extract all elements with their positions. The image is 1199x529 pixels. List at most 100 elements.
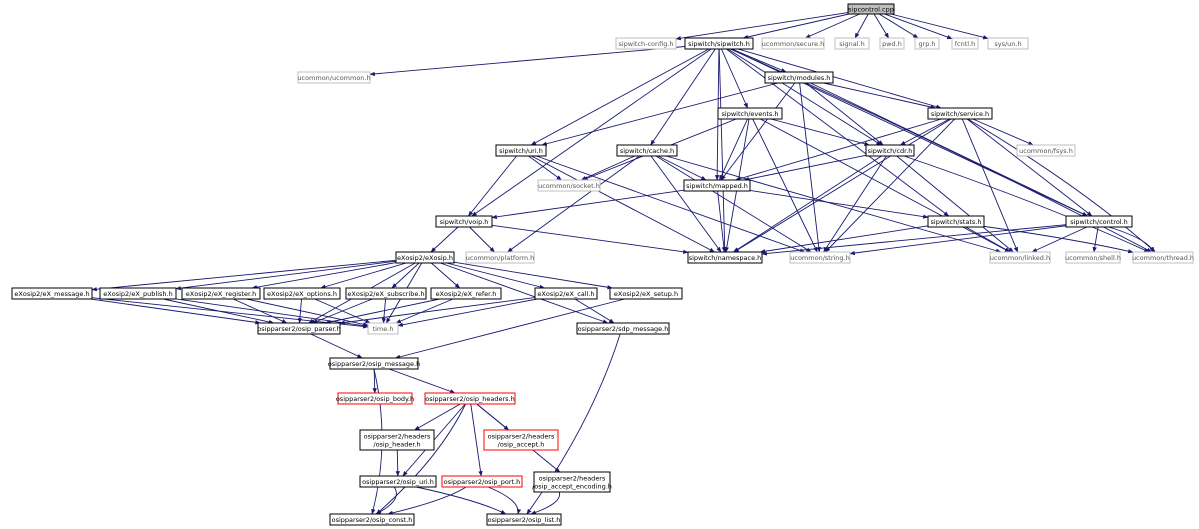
- edge-ex_call_h-to-time_h: [397, 298, 538, 327]
- node-ex-setup-h[interactable]: eXosip2/eX_setup.h: [609, 287, 683, 300]
- edge-sipwitch_cache_h-to-ucommon_socket_h: [580, 155, 635, 181]
- node-ex-call-h[interactable]: eXosip2/eX_call.h: [534, 287, 598, 300]
- node-osip-message-h[interactable]: osipparser2/osip_message.h: [328, 357, 420, 370]
- node-label: sipwitch/cache.h: [620, 147, 674, 155]
- edge-sipwitch_cache_h-to-ucommon_platform_h: [507, 155, 640, 253]
- edge-osip_message_h-to-osip_headers_h: [388, 368, 456, 394]
- edge-sipwitch_cache_h-to-ucommon_linked_h: [666, 155, 1002, 253]
- node-osip-list-h[interactable]: osipparser2/osip_list.h: [486, 513, 562, 526]
- edge-sipwitch_control_h-to-ucommon_linked_h: [1031, 226, 1088, 253]
- node-label: sys/un.h: [994, 40, 1021, 48]
- node-ucommon-string-h[interactable]: ucommon/string.h: [789, 251, 851, 264]
- edge-sipwitch_cdr_h-to-ucommon_thread_h: [903, 155, 1150, 253]
- edge-ex_refer_h-to-osip_parser_h: [324, 298, 440, 325]
- node-label: fcntl.h: [955, 40, 976, 48]
- node-pwd-h[interactable]: pwd.h: [879, 37, 905, 50]
- node-label: osipparser2/osip_headers.h: [425, 395, 514, 403]
- node-osip-port-h[interactable]: osipparser2/osip_port.h: [441, 475, 523, 488]
- node-ucommon-linked-h[interactable]: ucommon/linked.h: [989, 251, 1051, 264]
- node-label: ucommon/shell.h: [1065, 254, 1121, 262]
- node-box: [424, 392, 516, 405]
- node-label: sipcontrol.cpp: [848, 5, 894, 13]
- node-signal-h[interactable]: signal.h: [834, 37, 870, 50]
- edge-sipwitch_sipwitch_h-to-sipwitch_voip_h: [471, 48, 712, 217]
- node-osip-headers-h[interactable]: osipparser2/osip_headers.h: [424, 392, 516, 405]
- node-label: eXosip2/eX_register.h: [186, 290, 256, 298]
- node-sipwitch-mapped-h[interactable]: sipwitch/mapped.h: [683, 179, 751, 192]
- edge-osip_header_h-to-osip_uri_h: [395, 449, 400, 477]
- node-sipwitch-voip-h[interactable]: sipwitch/voip.h: [435, 215, 493, 228]
- node-sipwitch-cache-h[interactable]: sipwitch/cache.h: [616, 144, 678, 157]
- node-ucommon-thread-h[interactable]: ucommon/thread.h: [1132, 251, 1194, 264]
- edge-sipwitch_modules_h-to-sipwitch_cdr_h: [805, 82, 884, 146]
- node-osip-parser-h[interactable]: osipparser2/osip_parser.h: [257, 322, 341, 335]
- node-ucommon-platform-h[interactable]: ucommon/platform.h: [465, 251, 535, 264]
- edge-ex_register_h-to-osip_parser_h: [233, 298, 288, 324]
- node-sipwitch-uri-h[interactable]: sipwitch/uri.h: [495, 144, 547, 157]
- edge-osip_port_h-to-osip_list_h: [487, 486, 522, 515]
- edge-sipwitch_stats_h-to-ucommon_linked_h: [965, 226, 1011, 253]
- node-grp-h[interactable]: grp.h: [914, 37, 940, 50]
- node-ucommon-shell-h[interactable]: ucommon/shell.h: [1065, 251, 1121, 264]
- node-osip-accept-encoding-h[interactable]: osipparser2/headers/osip_accept_encoding…: [532, 471, 612, 493]
- edge-sipwitch_modules_h-to-sipwitch_service_h: [823, 82, 936, 110]
- node-sys-un-h[interactable]: sys/un.h: [987, 37, 1029, 50]
- edge-sipwitch_modules_h-to-sipwitch_control_h: [810, 82, 1089, 217]
- node-label: pwd.h: [882, 40, 902, 48]
- edge-exosip2_exosip_h-to-sdp_message_h: [440, 262, 609, 324]
- node-ex-refer-h[interactable]: eXosip2/eX_refer.h: [430, 287, 502, 300]
- node-sipwitch-events-h[interactable]: sipwitch/events.h: [717, 107, 783, 120]
- node-osip-accept-h[interactable]: osipparser2/headers/osip_accept.h: [483, 429, 559, 451]
- node-sipcontrol-cpp[interactable]: sipcontrol.cpp: [847, 3, 895, 15]
- node-ucommon-ucommon-h[interactable]: ucommon/ucommon.h: [297, 71, 371, 84]
- node-exosip2-exosip-h[interactable]: eXosip2/eXosip.h: [395, 251, 455, 264]
- edge-sipwitch_events_h-to-ucommon_string_h: [752, 118, 818, 253]
- node-osip-uri-h[interactable]: osipparser2/osip_uri.h: [359, 475, 437, 488]
- node-sipwitch-modules-h[interactable]: sipwitch/modules.h: [764, 71, 834, 84]
- node-ex-options-h[interactable]: eXosip2/eX_options.h: [263, 287, 341, 300]
- node-sipwitch-sipwitch-h[interactable]: sipwitch/sipwitch.h: [684, 37, 754, 50]
- node-ex-message-h[interactable]: eXosip2/eX_message.h: [11, 287, 93, 300]
- node-osip-body-h[interactable]: osipparser2/osip_body.h: [336, 392, 414, 405]
- node-label: ucommon/string.h: [790, 254, 849, 262]
- node-ex-register-h[interactable]: eXosip2/eX_register.h: [181, 287, 261, 300]
- node-label: sipwitch/stats.h: [931, 218, 982, 226]
- edge-ex_publish_h-to-time_h: [175, 298, 369, 328]
- edge-sipwitch_sipwitch_h-to-sipwitch_control_h: [730, 48, 1088, 217]
- node-box: [1065, 251, 1121, 264]
- node-label: grp.h: [918, 40, 935, 48]
- node-osip-header-h[interactable]: osipparser2/headers/osip_header.h: [359, 429, 435, 451]
- node-ucommon-socket-h[interactable]: ucommon/socket.h: [537, 179, 601, 192]
- node-sipwitch-namespace-h[interactable]: sipwitch/namespace.h: [687, 251, 763, 264]
- edge-sipwitch_service_h-to-ucommon_string_h: [824, 118, 955, 253]
- node-fcntl-h[interactable]: fcntl.h: [951, 37, 979, 50]
- edge-ex_register_h-to-time_h: [246, 298, 369, 327]
- node-ucommon-secure-h[interactable]: ucommon/secure.h: [761, 37, 825, 50]
- edge-ex_setup_h-to-osip_message_h: [394, 298, 625, 359]
- node-box: [345, 287, 427, 300]
- node-box: [329, 357, 419, 370]
- node-sdp-message-h[interactable]: osipparser2/sdp_message.h: [576, 322, 670, 335]
- node-box: [483, 429, 559, 451]
- edge-exosip2_exosip_h-to-ex_call_h: [446, 262, 545, 289]
- node-sipwitch-service-h[interactable]: sipwitch/service.h: [927, 107, 993, 120]
- node-ex-publish-h[interactable]: eXosip2/eX_publish.h: [99, 287, 177, 300]
- node-osip-const-h[interactable]: osipparser2/osip_const.h: [329, 513, 415, 526]
- edge-osip_parser_h-to-osip_message_h: [310, 333, 363, 359]
- node-box: [789, 251, 851, 264]
- node-time-h[interactable]: time.h: [367, 322, 399, 335]
- node-label: /osip_header.h: [373, 440, 420, 448]
- edge-sipwitch_control_h-to-sipwitch_namespace_h: [761, 224, 1067, 256]
- node-sipwitch-stats-h[interactable]: sipwitch/stats.h: [927, 215, 985, 228]
- edge-ex_options_h-to-osip_parser_h: [297, 298, 303, 324]
- node-box: [1065, 215, 1133, 228]
- node-sipwitch-cdr-h[interactable]: sipwitch/cdr.h: [865, 144, 915, 157]
- node-label: eXosip2/eX_options.h: [267, 290, 337, 298]
- edge-sipwitch_voip_h-to-sipwitch_namespace_h: [491, 224, 689, 254]
- node-ucommon-fsys-h[interactable]: ucommon/fsys.h: [1016, 144, 1076, 157]
- node-sipwitch-config-h[interactable]: sipwitch-config.h: [615, 37, 677, 50]
- node-label: sipwitch/cdr.h: [868, 147, 913, 155]
- node-box: [987, 37, 1029, 50]
- node-ex-subscribe-h[interactable]: eXosip2/eX_subscribe.h: [345, 287, 427, 300]
- node-sipwitch-control-h[interactable]: sipwitch/control.h: [1065, 215, 1133, 228]
